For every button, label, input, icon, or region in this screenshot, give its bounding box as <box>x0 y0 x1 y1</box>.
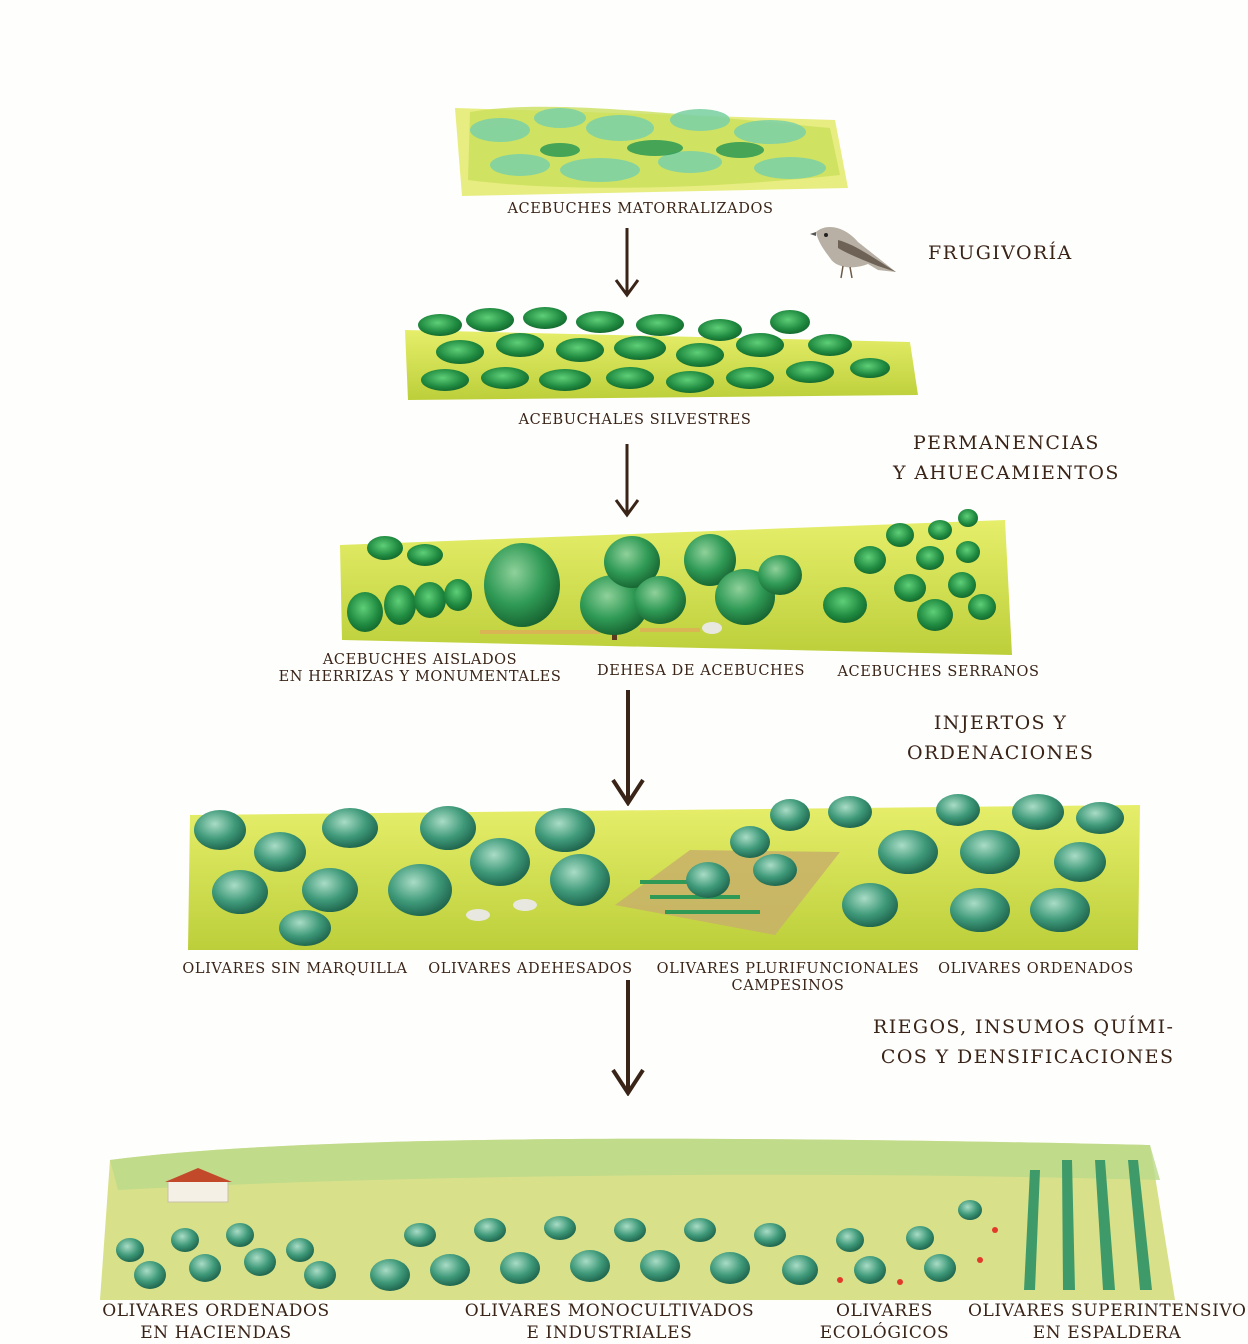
process-injertos: INJERTOS Y ORDENACIONES <box>907 708 1094 768</box>
bird-icon <box>808 220 903 285</box>
label-olivares-haciendas: OLIVARES ORDENADOS EN HACIENDAS <box>92 1300 340 1344</box>
label-line: ECOLÓGICOS <box>812 1322 957 1344</box>
label-line: OLIVARES ORDENADOS <box>92 1300 340 1322</box>
label-line: EN HERRIZAS Y MONUMENTALES <box>275 669 565 686</box>
label-acebuches-serranos: ACEBUCHES SERRANOS <box>836 664 1041 681</box>
label-line: OLIVARES <box>812 1300 957 1322</box>
process-line: Y AHUECAMIENTOS <box>893 458 1120 488</box>
down-arrow-icon <box>612 444 642 518</box>
label-olivares-sin-marquilla: OLIVARES SIN MARQUILLA <box>175 961 415 978</box>
label-olivares-adehesados: OLIVARES ADEHESADOS <box>423 961 638 978</box>
process-line: COS Y DENSIFICACIONES <box>873 1042 1174 1072</box>
label-line: EN HACIENDAS <box>92 1322 340 1344</box>
label-line: ACEBUCHES AISLADOS <box>275 652 565 669</box>
label-acebuchales-silvestres: ACEBUCHALES SILVESTRES <box>510 412 760 429</box>
label-olivares-superintensivos: OLIVARES SUPERINTENSIVOS EN ESPALDERA <box>968 1300 1246 1344</box>
label-olivares-ecologicos: OLIVARES ECOLÓGICOS <box>812 1300 957 1344</box>
stage-1-scene <box>455 107 848 196</box>
label-acebuches-aislados: ACEBUCHES AISLADOS EN HERRIZAS Y MONUMEN… <box>275 652 565 686</box>
label-olivares-monocultivados: OLIVARES MONOCULTIVADOS E INDUSTRIALES <box>452 1300 767 1344</box>
stage-5-scene <box>100 1139 1175 1300</box>
label-olivares-ordenados: OLIVARES ORDENADOS <box>932 961 1140 978</box>
process-line: FRUGIVORÍA <box>928 238 1073 268</box>
label-dehesa-acebuches: DEHESA DE ACEBUCHES <box>592 663 810 680</box>
label-line: EN ESPALDERA <box>968 1322 1246 1344</box>
process-line: PERMANENCIAS <box>893 428 1120 458</box>
stage-3-scene <box>340 509 1012 655</box>
stage-4-scene <box>188 794 1140 950</box>
label-line: OLIVARES MONOCULTIVADOS <box>452 1300 767 1322</box>
stage-2-scene <box>405 307 918 400</box>
down-arrow-icon <box>610 690 646 806</box>
down-arrow-icon <box>610 980 646 1096</box>
process-permanencias: PERMANENCIAS Y AHUECAMIENTOS <box>893 428 1120 488</box>
process-line: RIEGOS, INSUMOS QUÍMI- <box>873 1012 1174 1042</box>
process-riegos: RIEGOS, INSUMOS QUÍMI- COS Y DENSIFICACI… <box>873 1012 1174 1072</box>
label-olivares-plurifuncionales: OLIVARES PLURIFUNCIONALES CAMPESINOS <box>652 961 924 995</box>
label-line: E INDUSTRIALES <box>452 1322 767 1344</box>
label-line: OLIVARES SUPERINTENSIVOS <box>968 1300 1246 1322</box>
label-line: OLIVARES PLURIFUNCIONALES <box>652 961 924 978</box>
process-frugivoria: FRUGIVORÍA <box>928 238 1073 268</box>
label-acebuches-matorralizados: ACEBUCHES MATORRALIZADOS <box>488 201 793 218</box>
label-line: CAMPESINOS <box>652 978 924 995</box>
process-line: ORDENACIONES <box>907 738 1094 768</box>
process-line: INJERTOS Y <box>907 708 1094 738</box>
down-arrow-icon <box>612 228 642 298</box>
